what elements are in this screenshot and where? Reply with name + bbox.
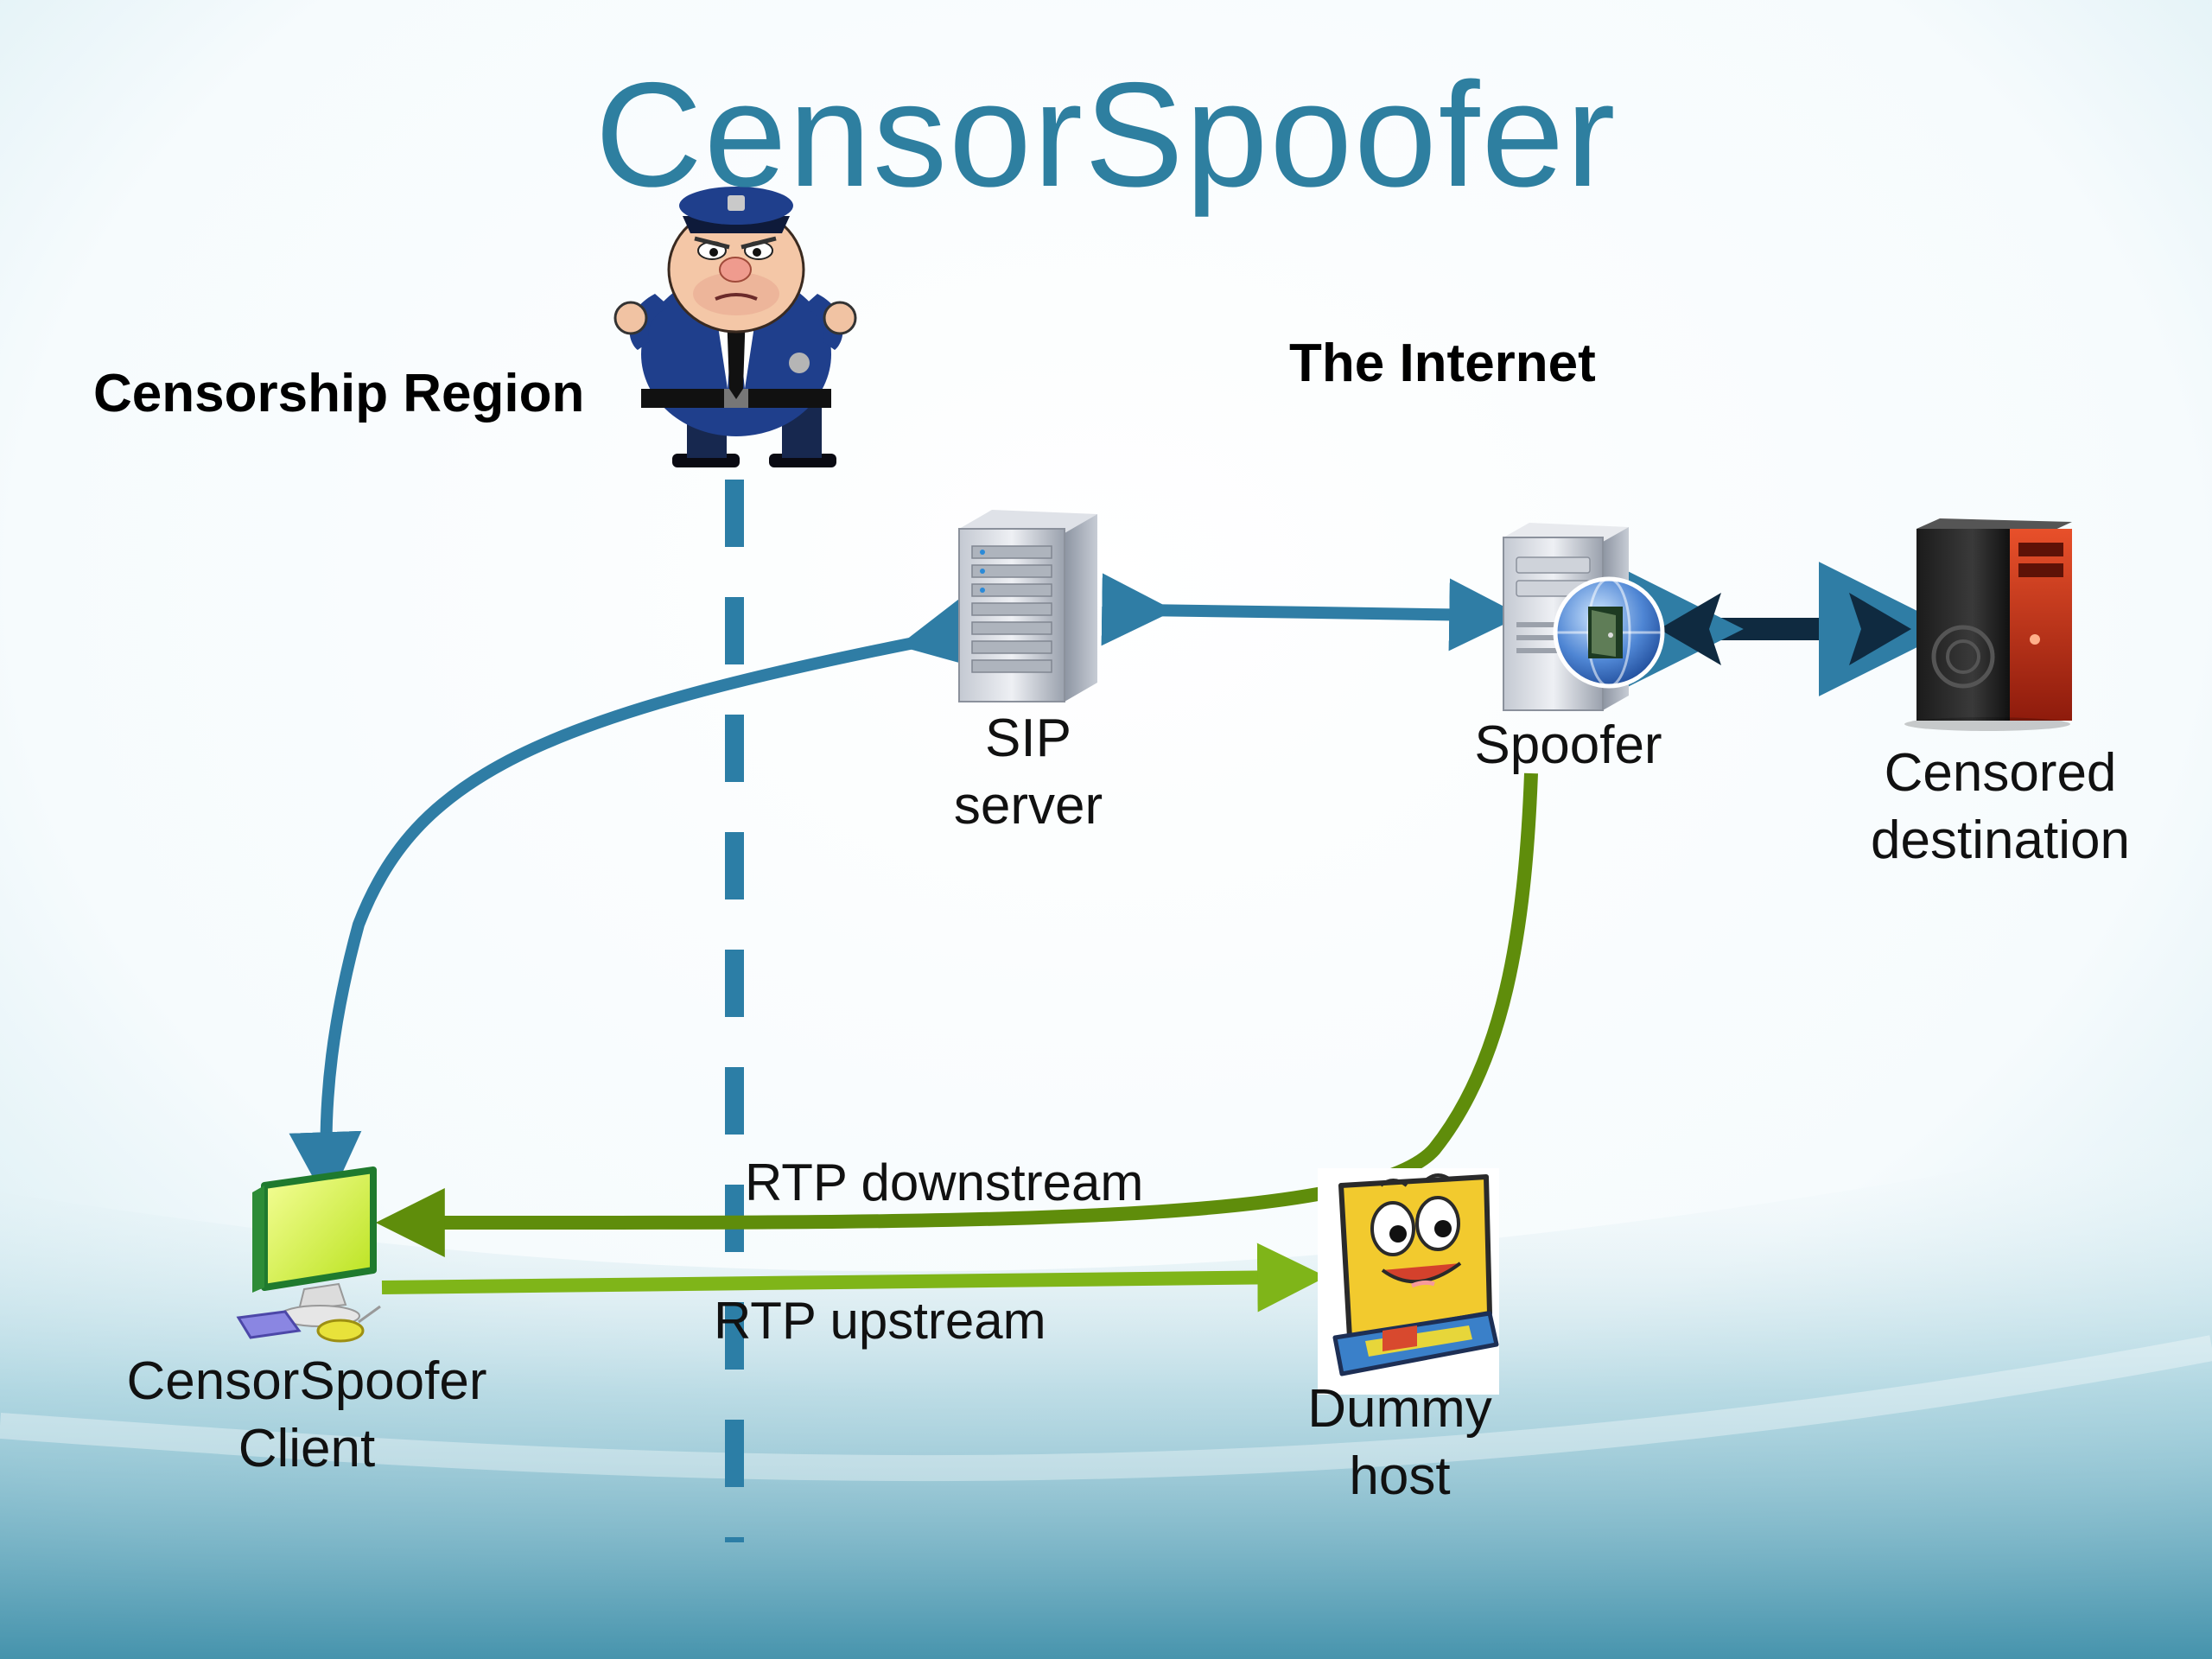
rtp-upstream-label: RTP upstream <box>714 1292 1046 1350</box>
server-tower-icon <box>958 510 1097 702</box>
censored-destination-label: Censored destination <box>1827 740 2173 874</box>
sip-spoofer-arrow <box>1101 573 1522 652</box>
censored-destination-label-line-2: destination <box>1871 810 2130 870</box>
cartoon-laptop-icon <box>1318 1168 1499 1395</box>
slide-title: CensorSpoofer <box>594 52 1618 218</box>
sip-server-label-line-2: server <box>953 775 1103 836</box>
tunnel-arrow-head-left <box>1659 593 1721 665</box>
sip-server-label: SIP server <box>899 705 1158 839</box>
dummy-host-label-line-2: host <box>1349 1446 1451 1506</box>
sip-server-label-line-1: SIP <box>985 709 1071 768</box>
background-wave <box>0 1123 2212 1659</box>
client-label: CensorSpoofer Client <box>78 1348 536 1482</box>
dummy-host-label: Dummy host <box>1257 1376 1542 1510</box>
client-label-line-2: Client <box>238 1418 376 1478</box>
rtp-upstream-arrow <box>381 1243 1327 1313</box>
dummy-host-label-line-1: Dummy <box>1307 1379 1492 1439</box>
background-wave-highlight <box>0 1335 2212 1482</box>
internet-region-label: The Internet <box>1289 334 1596 393</box>
rtp-downstream-label: RTP downstream <box>745 1154 1144 1211</box>
client-label-line-1: CensorSpoofer <box>126 1351 487 1411</box>
signaling-arrow <box>289 596 977 1205</box>
destination-computer-icon <box>1904 518 2072 731</box>
censorship-region-label: Censorship Region <box>93 364 585 423</box>
censored-destination-label-line-1: Censored <box>1884 743 2117 803</box>
police-officer-icon <box>613 187 857 467</box>
spoofer-label: Spoofer <box>1474 715 1662 775</box>
globe-icon <box>1553 576 1665 689</box>
client-computer-icon <box>236 1166 381 1343</box>
tunnel-arrow-head-right <box>1849 593 1911 665</box>
